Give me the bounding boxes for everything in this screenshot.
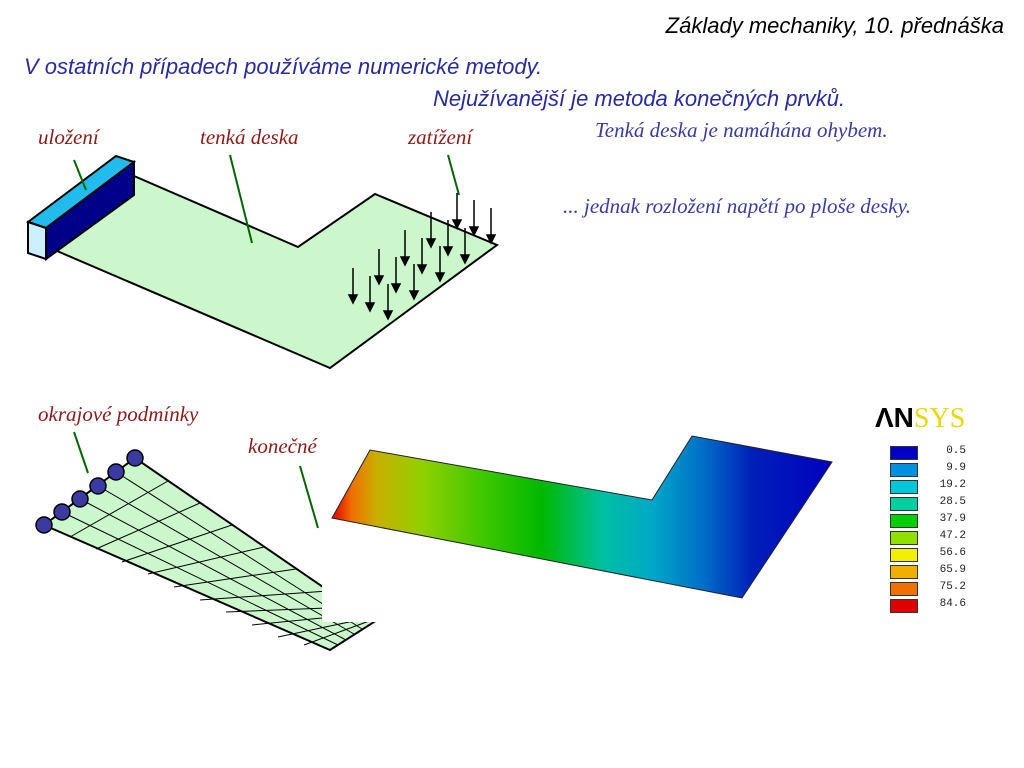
legend-swatch bbox=[890, 463, 918, 477]
ansys-logo-sys: SYS bbox=[913, 403, 966, 434]
legend-value: 9.9 bbox=[946, 462, 966, 474]
load-arrow bbox=[399, 230, 411, 267]
boundary-leader-line bbox=[73, 431, 89, 474]
load-arrow bbox=[416, 238, 428, 275]
load-arrow bbox=[451, 193, 463, 230]
boundary-node bbox=[89, 477, 107, 495]
label-support: uložení bbox=[38, 125, 99, 149]
legend-row: 28.5 bbox=[890, 495, 980, 512]
load-arrow bbox=[485, 208, 497, 245]
load-arrow bbox=[390, 257, 402, 294]
label-boundary-conditions: okrajové podmínky bbox=[38, 402, 199, 426]
support-front-face bbox=[27, 220, 47, 261]
legend-swatch bbox=[890, 599, 918, 613]
legend-swatch bbox=[890, 497, 918, 511]
load-arrow bbox=[347, 268, 359, 305]
intro-line-fem: Nejužívanější je metoda konečných prvků. bbox=[433, 86, 846, 111]
boundary-nodes bbox=[35, 449, 144, 534]
stress-legend: 0.5 9.9 19.2 28.5 37.9 47.2 56.6 65.9 75… bbox=[890, 444, 980, 614]
legend-row: 65.9 bbox=[890, 563, 980, 580]
label-load: zatížení bbox=[408, 125, 473, 149]
legend-value: 84.6 bbox=[939, 598, 966, 610]
load-arrow bbox=[459, 228, 471, 265]
legend-row: 37.9 bbox=[890, 512, 980, 529]
legend-value: 0.5 bbox=[946, 445, 966, 457]
legend-value: 28.5 bbox=[939, 496, 966, 508]
legend-swatch bbox=[890, 582, 918, 596]
legend-swatch bbox=[890, 446, 918, 460]
page-title: Základy mechaniky, 10. přednáška bbox=[665, 13, 1004, 38]
boundary-node bbox=[71, 490, 89, 508]
load-arrow bbox=[408, 264, 420, 301]
legend-swatch bbox=[890, 565, 918, 579]
boundary-node bbox=[107, 463, 125, 481]
plate-leader-line bbox=[229, 154, 253, 244]
legend-swatch bbox=[890, 514, 918, 528]
legend-value: 56.6 bbox=[939, 547, 966, 559]
load-arrow bbox=[364, 276, 376, 313]
legend-value: 65.9 bbox=[939, 564, 966, 576]
load-arrow bbox=[373, 249, 385, 286]
load-arrow bbox=[425, 212, 437, 249]
load-leader-line bbox=[447, 154, 460, 196]
stress-contour-plot bbox=[331, 435, 833, 599]
note-stress-distribution: ... jednak rozložení napětí po ploše des… bbox=[563, 194, 911, 218]
load-arrow bbox=[434, 246, 446, 283]
label-thin-plate: tenká deska bbox=[200, 125, 299, 149]
ansys-logo-an: ΛN bbox=[875, 402, 914, 433]
boundary-node bbox=[35, 516, 53, 534]
elements-leader-line bbox=[299, 465, 319, 529]
legend-row: 19.2 bbox=[890, 478, 980, 495]
legend-row: 0.5 bbox=[890, 444, 980, 461]
boundary-node bbox=[126, 449, 144, 467]
load-arrows bbox=[347, 193, 497, 321]
legend-value: 19.2 bbox=[939, 479, 966, 491]
label-finite-elements: konečné bbox=[248, 434, 317, 458]
legend-value: 37.9 bbox=[939, 513, 966, 525]
support-leader-line bbox=[73, 159, 87, 191]
legend-row: 84.6 bbox=[890, 597, 980, 614]
legend-swatch bbox=[890, 548, 918, 562]
intro-line-numeric-methods: V ostatních případech používáme numerick… bbox=[24, 54, 543, 79]
ansys-logo: ΛNSYS bbox=[875, 402, 965, 435]
legend-row: 56.6 bbox=[890, 546, 980, 563]
legend-row: 47.2 bbox=[890, 529, 980, 546]
legend-swatch bbox=[890, 531, 918, 545]
load-arrow bbox=[442, 220, 454, 257]
legend-row: 9.9 bbox=[890, 461, 980, 478]
legend-swatch bbox=[890, 480, 918, 494]
boundary-node bbox=[53, 503, 71, 521]
fe-mesh-diagram bbox=[35, 431, 376, 652]
note-bending: Tenká deska je namáhána ohybem. bbox=[595, 118, 888, 142]
load-arrow bbox=[468, 200, 480, 237]
legend-value: 47.2 bbox=[939, 530, 966, 542]
legend-value: 75.2 bbox=[939, 581, 966, 593]
legend-row: 75.2 bbox=[890, 580, 980, 597]
load-arrow bbox=[382, 284, 394, 321]
